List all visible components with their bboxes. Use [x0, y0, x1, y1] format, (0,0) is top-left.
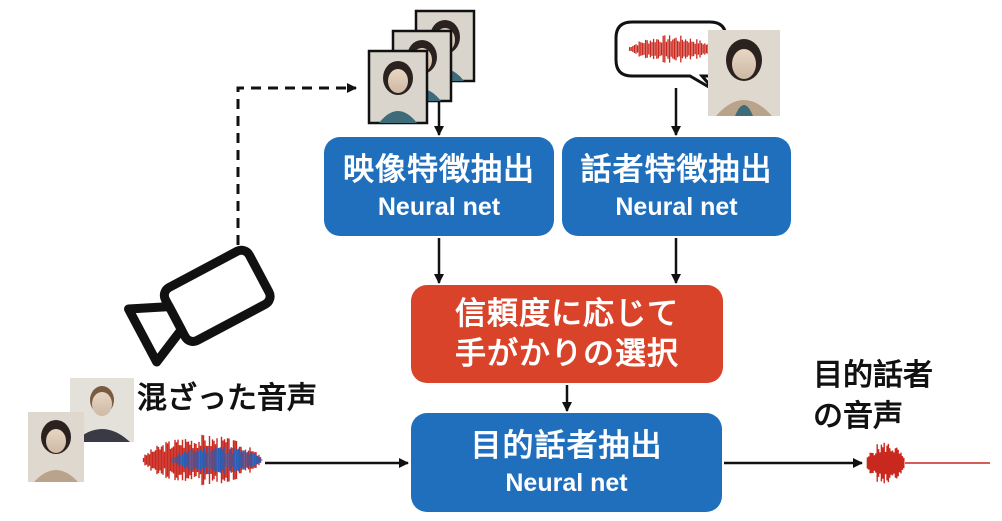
- target-extraction-title: 目的話者抽出: [470, 427, 663, 464]
- target-speech-label-line2: の音声: [813, 399, 903, 434]
- clue-selection-line2: 手がかりの選択: [455, 336, 679, 372]
- clue-selection-box: 信頼度に応じて 手がかりの選択: [411, 285, 723, 383]
- target-speech-label-line1: 目的話者: [813, 358, 933, 393]
- video-feature-subtitle: Neural net: [377, 192, 501, 221]
- mixed-speech-label: 混ざった音声: [137, 381, 317, 416]
- target-speaker-photo: [708, 30, 780, 116]
- video-frames: [367, 9, 476, 125]
- speaker-feature-subtitle: Neural net: [615, 192, 738, 221]
- video-feature-box: 映像特徴抽出 Neural net: [324, 137, 554, 236]
- mixed-speakers-photo: [28, 378, 134, 482]
- camera-to-frames-dashed-arrow: [236, 83, 357, 262]
- speaker-feature-box: 話者特徴抽出 Neural net: [562, 137, 791, 236]
- mixed-speech-waveform: [142, 434, 263, 486]
- target-extraction-subtitle: Neural net: [505, 468, 628, 497]
- clue-selection-line1: 信頼度に応じて: [455, 296, 679, 332]
- target-speech-waveform: [866, 442, 990, 484]
- video-feature-title: 映像特徴抽出: [343, 151, 535, 188]
- video-camera-icon: [124, 245, 275, 367]
- speaker-feature-title: 話者特徴抽出: [580, 151, 773, 188]
- target-extraction-box: 目的話者抽出 Neural net: [411, 413, 722, 512]
